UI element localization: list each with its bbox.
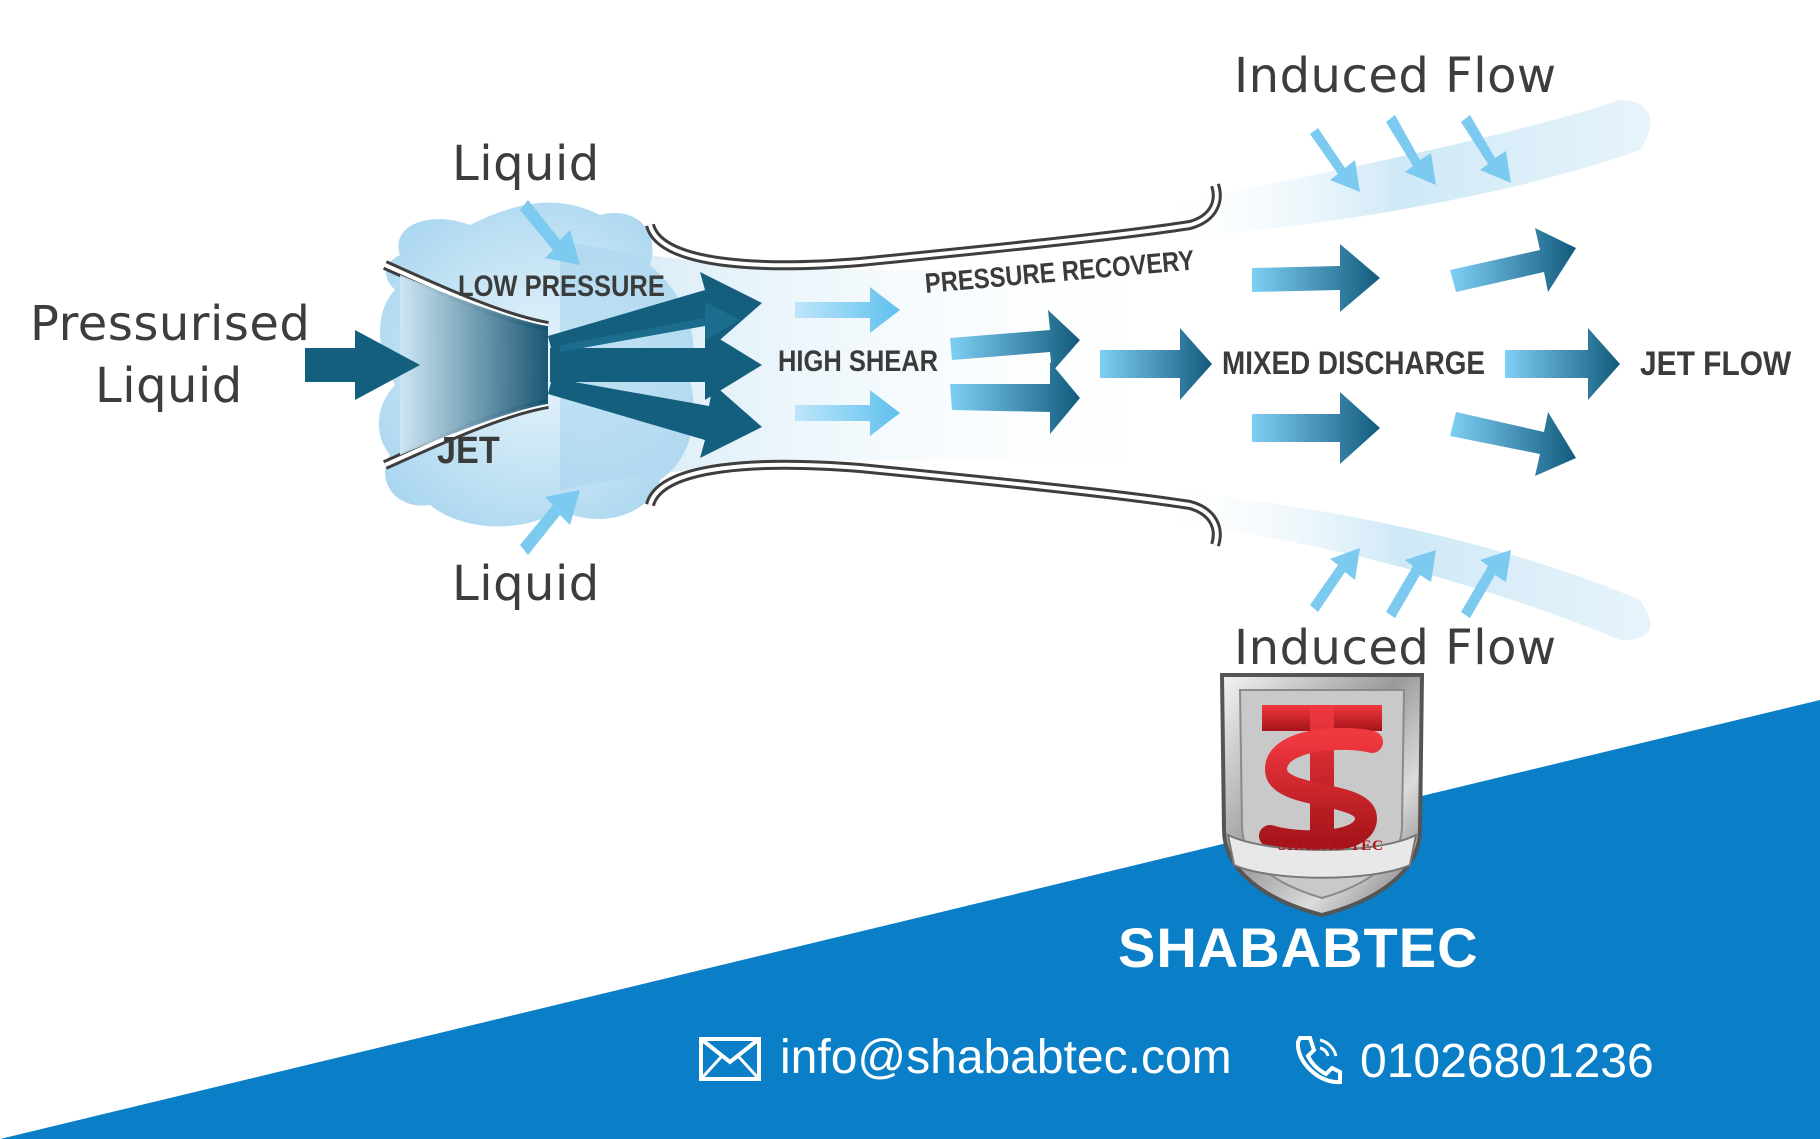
- liquid-suction-arrows: [520, 200, 580, 555]
- brand-name: SHABABTEC: [1118, 916, 1479, 979]
- envelope-icon: [699, 1037, 761, 1081]
- jet-flow-label: JET FLOW: [1640, 345, 1792, 383]
- pressurised-label: Pressurised: [30, 296, 311, 352]
- high-shear-light-arrows: [795, 287, 900, 436]
- induced-flow-cloud-top: [1150, 100, 1651, 240]
- pressurised-inlet-arrow: [305, 330, 420, 400]
- phone-icon: [1295, 1036, 1342, 1085]
- logo-ribbon-text: SHABAB TEC: [1278, 838, 1385, 854]
- induced-flow-arrows-top: [1310, 115, 1511, 192]
- liquid-top-label: Liquid: [452, 136, 600, 192]
- shababtec-shield-logo: [1219, 673, 1425, 918]
- induced-flow-bottom-label: Induced Flow: [1234, 620, 1557, 676]
- induced-flow-arrows-bottom: [1310, 548, 1511, 618]
- liquid-bottom-label: Liquid: [452, 556, 600, 612]
- high-shear-label: HIGH SHEAR: [778, 345, 939, 378]
- nozzle-body: [400, 275, 548, 455]
- low-pressure-label: LOW PRESSURE: [458, 270, 665, 303]
- mixed-discharge-label: MIXED DISCHARGE: [1222, 345, 1485, 381]
- mixed-discharge-arrows: [1252, 228, 1620, 476]
- phone-text[interactable]: 01026801236: [1360, 1035, 1654, 1088]
- pressurised-liquid-label: Liquid: [95, 358, 243, 414]
- jet-label: JET: [437, 430, 500, 472]
- pressure-recovery-arrows: [950, 310, 1212, 434]
- jet-spray-arrows: [548, 272, 762, 458]
- induced-flow-cloud-bottom: [1150, 490, 1651, 640]
- induced-flow-top-label: Induced Flow: [1234, 48, 1557, 104]
- email-text[interactable]: info@shababtec.com: [780, 1031, 1232, 1084]
